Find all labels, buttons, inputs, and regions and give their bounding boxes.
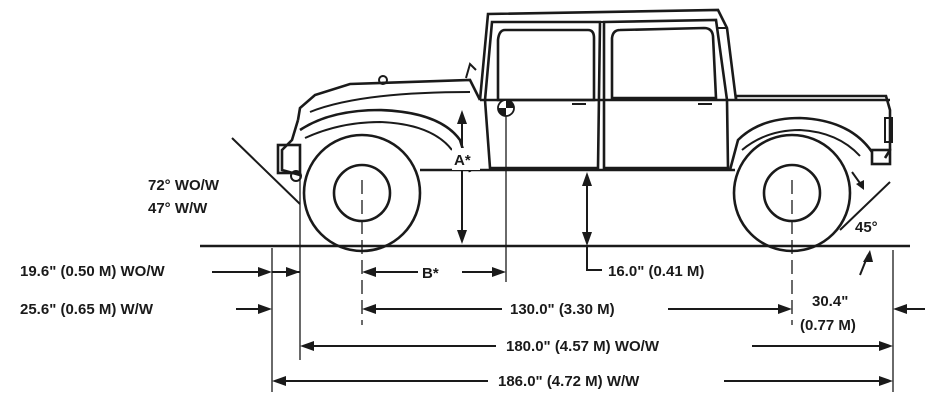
front-door [483,20,602,170]
rear-bumper [870,148,892,166]
mirror [378,75,388,85]
length-wo-arrow-left [300,341,314,351]
dim-b-arrow-right [492,267,506,277]
length-wo-arrow-right [879,341,893,351]
rear-door [602,18,730,170]
front-overhang-wo-arrow-left [258,267,272,277]
vehicle-body [276,8,893,182]
rear-overhang-arrow [893,304,907,314]
length-w-arrow-right [879,376,893,386]
departure-angle-line [839,181,891,231]
dim-b-arrow-left [362,267,376,277]
center-of-gravity-marker [497,99,515,117]
rear-fender [728,116,874,171]
departure-angle-label: 45° [855,219,878,236]
front-fender-inner [304,120,453,151]
rear-door-window [610,26,718,100]
front-bumper [276,143,302,175]
approach-angle-wo-label: 72° WO/W [148,177,220,194]
hood-line [309,91,471,113]
rear-overhang-pointer-arrowhead [863,250,873,262]
ground-clearance-arrow-bottom [582,232,592,246]
length-wo-label: 180.0" (4.57 M) WO/W [506,338,660,355]
wheelbase-arrow-right [778,304,792,314]
ground-clearance-arrow-top [582,172,592,186]
approach-angle-w-label: 47° W/W [148,200,208,217]
departure-angle-arrowhead [856,180,864,190]
tail-light [884,117,893,143]
length-w-label: 186.0" (4.72 M) W/W [498,373,640,390]
front-overhang-w-arrow [258,304,272,314]
rear-overhang-label-1: 30.4" [812,293,848,310]
wheelbase-arrow-left [362,304,376,314]
tow-hook [290,170,302,182]
windshield-post [465,62,477,79]
dim-b-label: B* [422,265,439,282]
dim-a-label: A* [454,152,471,169]
front-overhang-wo-arrow-right [286,267,300,277]
front-grille [280,119,301,177]
front-overhang-w-label: 25.6" (0.65 M) W/W [20,301,154,318]
cab-roof [478,8,738,101]
front-overhang-wo-label: 19.6" (0.50 M) WO/W [20,263,165,280]
dim-a-arrow-top [457,110,467,124]
rear-fender-inner [741,128,861,157]
hood [296,78,482,121]
length-w-arrow-left [272,376,286,386]
rear-overhang-label-2: (0.77 M) [800,317,856,334]
ground-clearance-label: 16.0" (0.41 M) [608,263,704,280]
dim-a-arrow-bottom [457,230,467,244]
ground-clearance-leader [586,246,602,271]
front-door-window [496,28,596,102]
approach-angle-line [231,137,301,205]
front-fender [299,108,472,173]
wheelbase-label: 130.0" (3.30 M) [510,301,615,318]
